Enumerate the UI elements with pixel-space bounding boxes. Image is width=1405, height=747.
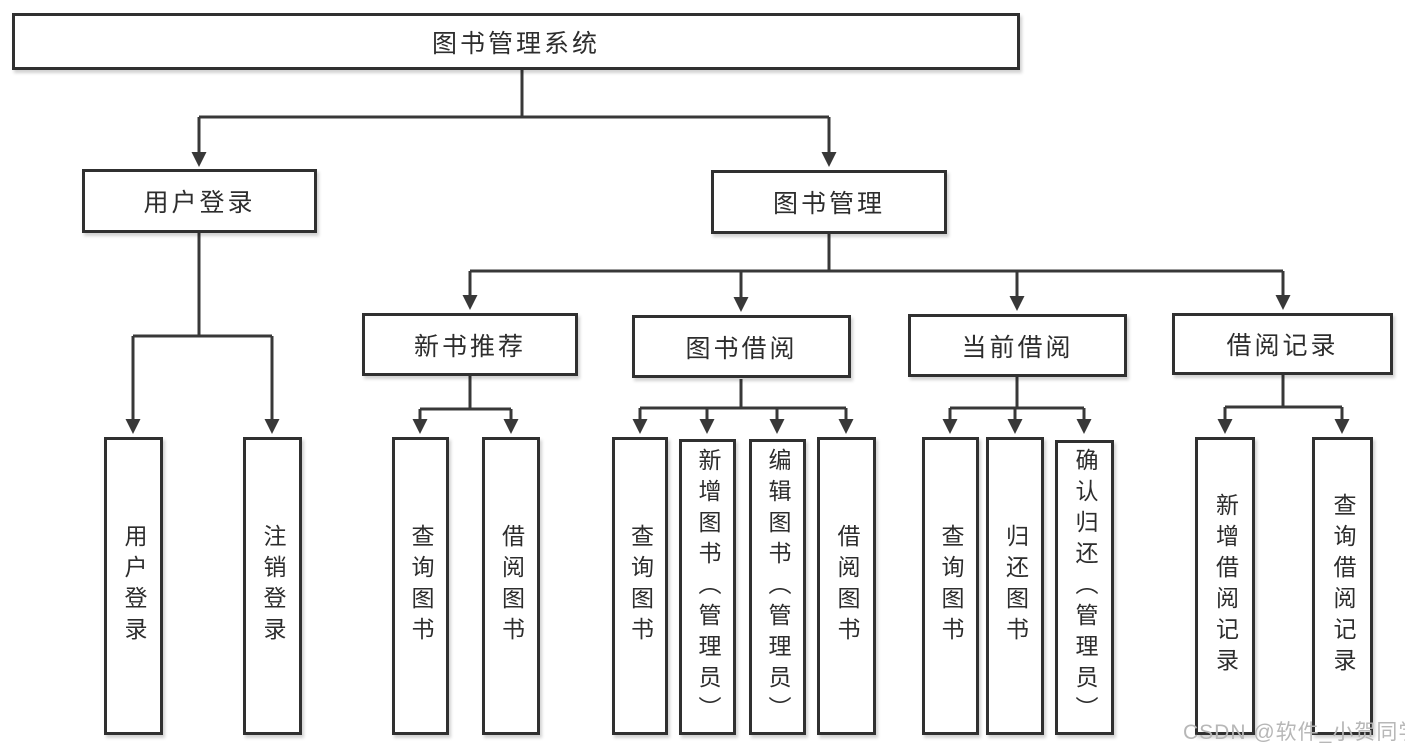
- leaf-borrow-book-1: 借阅图书: [482, 437, 540, 735]
- node-book-borrow-label: 图书借阅: [685, 334, 798, 363]
- node-new-book-recommend: 新书推荐: [362, 313, 578, 376]
- node-book-management-label: 图书管理: [772, 190, 885, 218]
- leaf-query-borrow-record: 查询借阅记录: [1312, 437, 1373, 735]
- leaf-query-book-1-label: 查询图书: [408, 524, 434, 648]
- leaf-add-borrow-record: 新增借阅记录: [1195, 437, 1255, 735]
- leaf-query-book-2-label: 查询图书: [627, 524, 654, 648]
- leaf-query-book-1: 查询图书: [392, 437, 449, 735]
- leaf-borrow-book-2-label: 借阅图书: [834, 524, 860, 648]
- leaf-query-book-3-label: 查询图书: [938, 524, 964, 648]
- leaf-edit-book-admin: 编辑图书（管理员）: [749, 439, 806, 735]
- leaf-query-book-3: 查询图书: [922, 437, 979, 735]
- node-user-login: 用户登录: [82, 169, 317, 233]
- node-root-label: 图书管理系统: [431, 29, 600, 58]
- leaf-edit-book-admin-label: 编辑图书（管理员）: [765, 447, 791, 727]
- node-current-borrow: 当前借阅: [908, 314, 1127, 377]
- leaf-add-book-admin: 新增图书（管理员）: [679, 439, 736, 735]
- leaf-query-borrow-record-label: 查询借阅记录: [1330, 493, 1356, 679]
- leaf-borrow-book-1-label: 借阅图书: [498, 524, 525, 648]
- node-current-borrow-label: 当前借阅: [961, 333, 1074, 362]
- node-new-book-recommend-label: 新书推荐: [413, 332, 526, 361]
- node-borrow-record-label: 借阅记录: [1226, 332, 1339, 360]
- watermark: CSDN @软件_小贺同学: [1183, 721, 1405, 744]
- node-user-login-label: 用户登录: [143, 189, 256, 217]
- node-book-borrow: 图书借阅: [632, 315, 851, 378]
- node-root: 图书管理系统: [12, 13, 1020, 70]
- leaf-query-book-2: 查询图书: [612, 437, 668, 735]
- node-borrow-record: 借阅记录: [1172, 313, 1393, 375]
- leaf-user-login: 用户登录: [104, 437, 163, 735]
- leaf-return-book: 归还图书: [986, 437, 1044, 735]
- leaf-return-book-label: 归还图书: [1002, 524, 1029, 648]
- leaf-add-book-admin-label: 新增图书（管理员）: [695, 447, 721, 727]
- leaf-user-login-label: 用户登录: [121, 524, 147, 648]
- leaf-borrow-book-2: 借阅图书: [817, 437, 876, 735]
- leaf-logout-label: 注销登录: [260, 524, 286, 648]
- leaf-confirm-return-admin-label: 确认归还（管理员）: [1072, 448, 1098, 727]
- leaf-add-borrow-record-label: 新增借阅记录: [1212, 493, 1239, 679]
- leaf-confirm-return-admin: 确认归还（管理员）: [1055, 440, 1114, 735]
- node-book-management: 图书管理: [711, 170, 947, 234]
- leaf-logout: 注销登录: [243, 437, 302, 735]
